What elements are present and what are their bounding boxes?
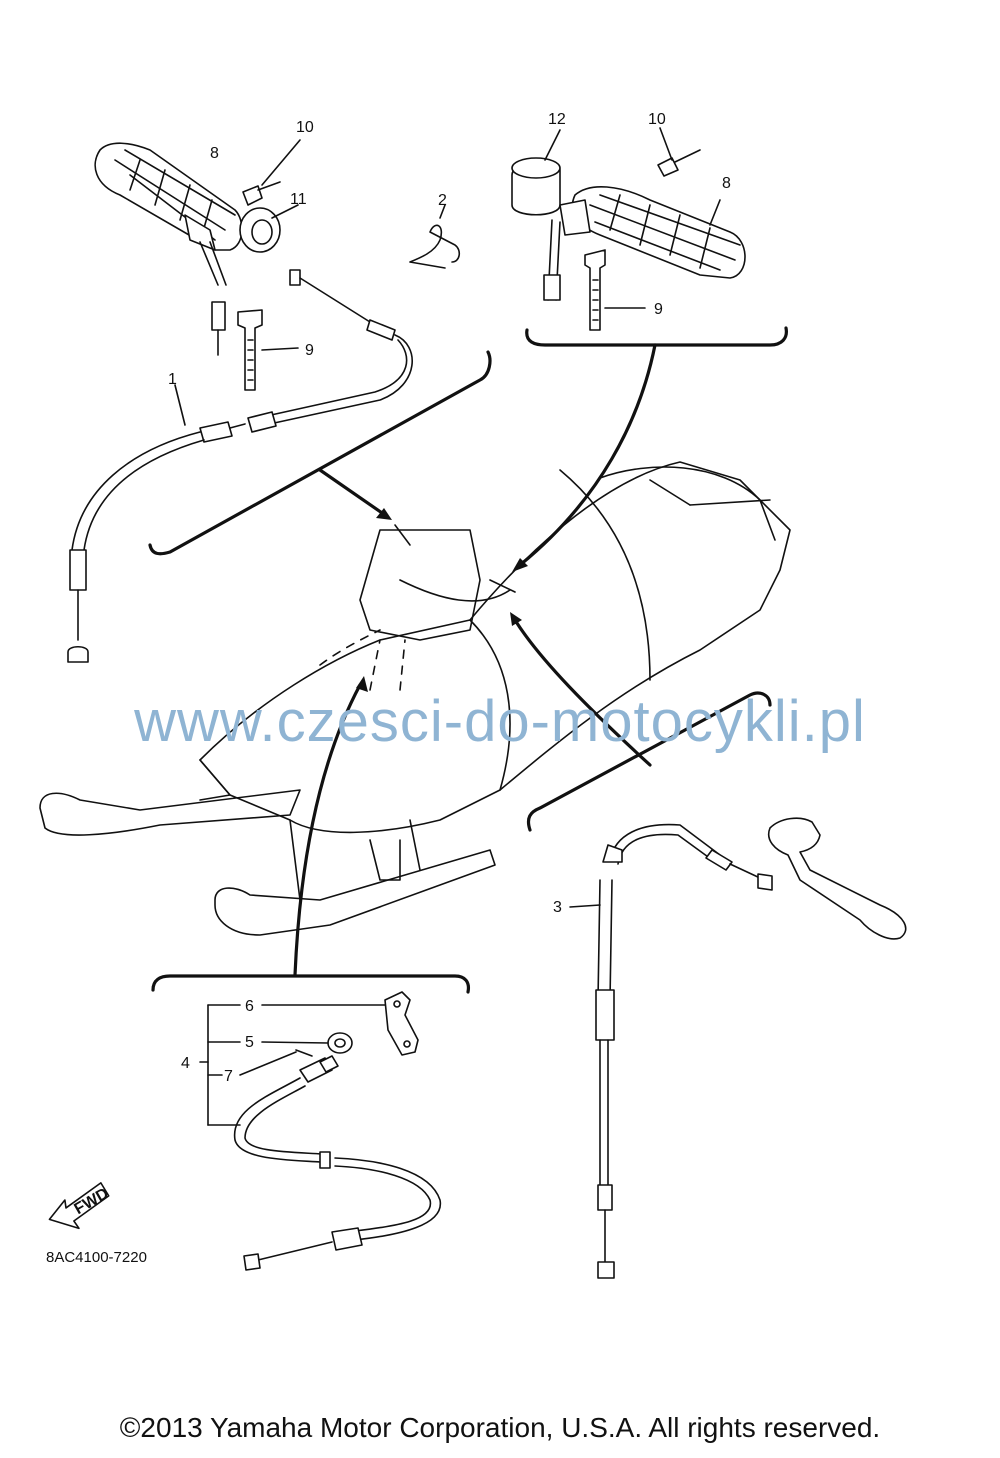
callout-11: 11	[290, 191, 307, 208]
arrow-head-throttle	[510, 612, 522, 626]
callout-7: 7	[224, 1068, 233, 1085]
left-screw	[242, 139, 301, 206]
callout-3: 3	[553, 899, 562, 916]
callout-9-left: 9	[305, 342, 314, 359]
leader-arrows	[293, 343, 657, 977]
callout-5: 5	[245, 1034, 254, 1051]
callout-8-left: 8	[210, 145, 219, 162]
left-grip	[94, 142, 243, 286]
callout-9-right: 9	[654, 301, 663, 318]
choke-nut	[327, 1032, 353, 1054]
left-cable-tie	[237, 309, 299, 391]
group-brackets	[148, 326, 788, 994]
choke-group	[199, 991, 441, 1271]
arrow-head-choke	[356, 676, 368, 692]
snowmobile-outline	[39, 461, 791, 936]
throttle-cable	[67, 269, 413, 663]
arrow-head-left-grip	[376, 508, 392, 520]
callout-1: 1	[168, 371, 177, 388]
callout-10-right: 10	[648, 111, 666, 128]
arrow-head-right-grip	[512, 558, 528, 572]
throttle-lever-group	[569, 817, 907, 1279]
copyright-notice: ©2013 Yamaha Motor Corporation, U.S.A. A…	[119, 1412, 881, 1443]
right-handlebar-group	[511, 127, 746, 331]
callout-8-right: 8	[722, 175, 731, 192]
callout-10-left: 10	[296, 119, 314, 136]
cable-clip	[409, 204, 461, 269]
thrust-ring	[239, 204, 299, 253]
callout-12: 12	[548, 111, 566, 128]
right-grip	[543, 186, 746, 301]
callout-4: 4	[181, 1055, 190, 1072]
callout-2: 2	[438, 192, 447, 209]
callout-6: 6	[245, 998, 254, 1015]
throttle-lever	[768, 817, 907, 940]
right-screw	[657, 127, 701, 177]
watermark-url: www.czesci-do-motocykli.pl	[134, 689, 866, 754]
left-handlebar-group	[67, 139, 461, 663]
choke-bracket	[384, 991, 419, 1056]
right-cable-tie	[584, 249, 646, 331]
end-cap	[511, 129, 561, 216]
callout-labels: 1 2 3 4 5 6 7 8 8 9 9 10 10 11 12	[168, 111, 731, 1085]
diagram-code: 8AC4100-7220	[46, 1249, 147, 1266]
routing-hint-lines	[319, 629, 406, 691]
fwd-arrow-icon: FWD	[48, 1182, 112, 1230]
